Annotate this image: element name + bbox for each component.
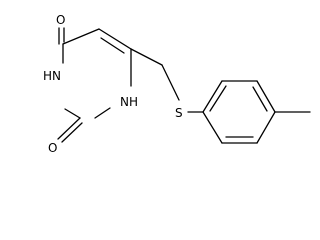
bond-ar1-ar2 xyxy=(202,80,223,113)
bond-c4-c5 xyxy=(62,28,100,45)
carbonyl-bottom xyxy=(57,117,83,143)
bond-n1-c2 xyxy=(94,107,111,119)
bond-c5-c6-inner xyxy=(100,37,125,54)
molecule-structure: O HN NH O S xyxy=(43,13,311,155)
bond-c2-o xyxy=(57,117,81,140)
bond-c6-ch2 xyxy=(130,48,163,66)
bond-ar3-ar4 xyxy=(256,80,276,113)
bond-ar4-ar5 xyxy=(256,111,276,144)
atom-s: S xyxy=(175,106,183,120)
tolyl-ring xyxy=(202,80,276,144)
bond-c5-c6 xyxy=(98,28,132,50)
bond-c2-n3 xyxy=(64,108,81,119)
thioether-linker xyxy=(130,48,204,113)
atom-nh-bottom: NH xyxy=(120,95,138,109)
bond-ch2-s xyxy=(161,64,180,101)
atom-o-bottom: O xyxy=(48,141,57,155)
bond-c2-o-double xyxy=(61,122,83,143)
atom-nh-left: HN xyxy=(43,69,61,83)
bond-ar3-ar4-inner xyxy=(252,86,268,112)
atom-o-top: O xyxy=(56,13,65,27)
bond-ar1-ar2-inner xyxy=(209,85,227,112)
bond-ar6-ar1 xyxy=(202,111,223,144)
carbonyl-top xyxy=(58,27,65,45)
pyrimidine-ring xyxy=(62,28,132,119)
